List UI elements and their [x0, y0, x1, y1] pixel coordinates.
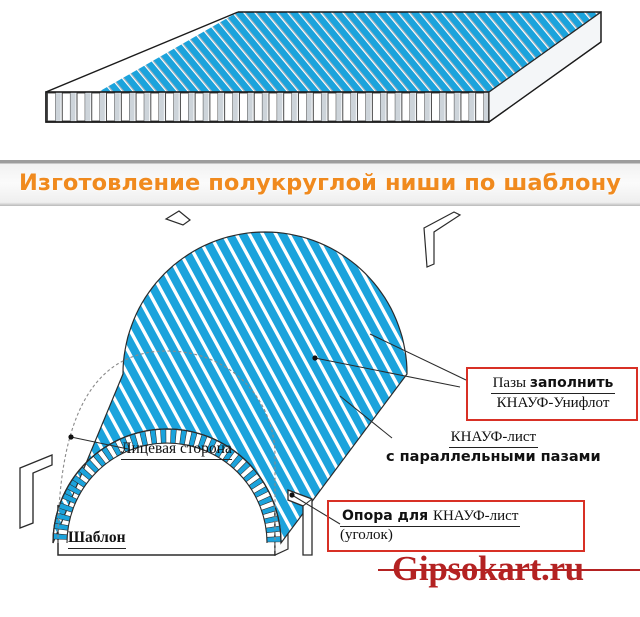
callout-support-line1: Опора для КНАУФ-лист — [340, 508, 521, 527]
callout-grooves-fill-line1: Пазы заполнить — [490, 375, 616, 395]
callout-knauf-sheet: КНАУФ-лист с параллельными пазами — [386, 428, 601, 465]
angle-support-far-top — [164, 210, 191, 226]
callout-support: Опора для КНАУФ-лист (уголок) — [340, 507, 521, 544]
top-illustration-panel — [0, 0, 640, 160]
watermark-text: Gipsokart.ru — [392, 549, 584, 588]
leader-lines — [68, 333, 467, 525]
section-title-bar: Изготовление полукруглой ниши по шаблону — [0, 160, 640, 206]
callout-support-line2: (уголок) — [340, 526, 393, 543]
grooved-board-svg — [45, 10, 602, 124]
board-front-face — [45, 91, 490, 123]
callout-grooves-fill-line1-plain: Пазы — [492, 375, 530, 391]
callout-box-grooves-fill — [466, 367, 638, 421]
niche-diagram-svg — [19, 210, 467, 563]
callout-grooves-fill-line1-bold: заполнить — [529, 375, 614, 391]
callout-grooves-fill: Пазы заполнить КНАУФ-Унифлот — [479, 374, 627, 412]
angle-support-right — [287, 489, 313, 556]
page-title: Изготовление полукруглой ниши по шаблону — [18, 170, 622, 196]
callout-knauf-sheet-line1: КНАУФ-лист — [448, 429, 539, 448]
leader-dot-support — [289, 492, 295, 498]
angle-support-far-right — [423, 211, 462, 268]
callout-knauf-sheet-line2: с параллельными пазами — [386, 448, 601, 465]
callout-support-line1-plain: КНАУФ-лист — [432, 508, 519, 524]
leader-dot-face — [68, 434, 74, 440]
label-face-side: Лицевая сторона — [121, 440, 232, 460]
board-outline — [45, 11, 602, 123]
callout-support-line1-bold: Опора для — [342, 508, 433, 524]
watermark-strikethrough — [378, 569, 640, 572]
angle-support-left — [19, 454, 53, 529]
label-template: Шаблон — [68, 529, 126, 549]
callout-box-support — [327, 500, 585, 552]
face-side-arc — [57, 350, 276, 551]
callout-grooves-fill-line2: КНАУФ-Унифлот — [496, 395, 610, 412]
main-diagram-panel — [0, 206, 640, 617]
leader-dot-grooves — [312, 355, 318, 361]
